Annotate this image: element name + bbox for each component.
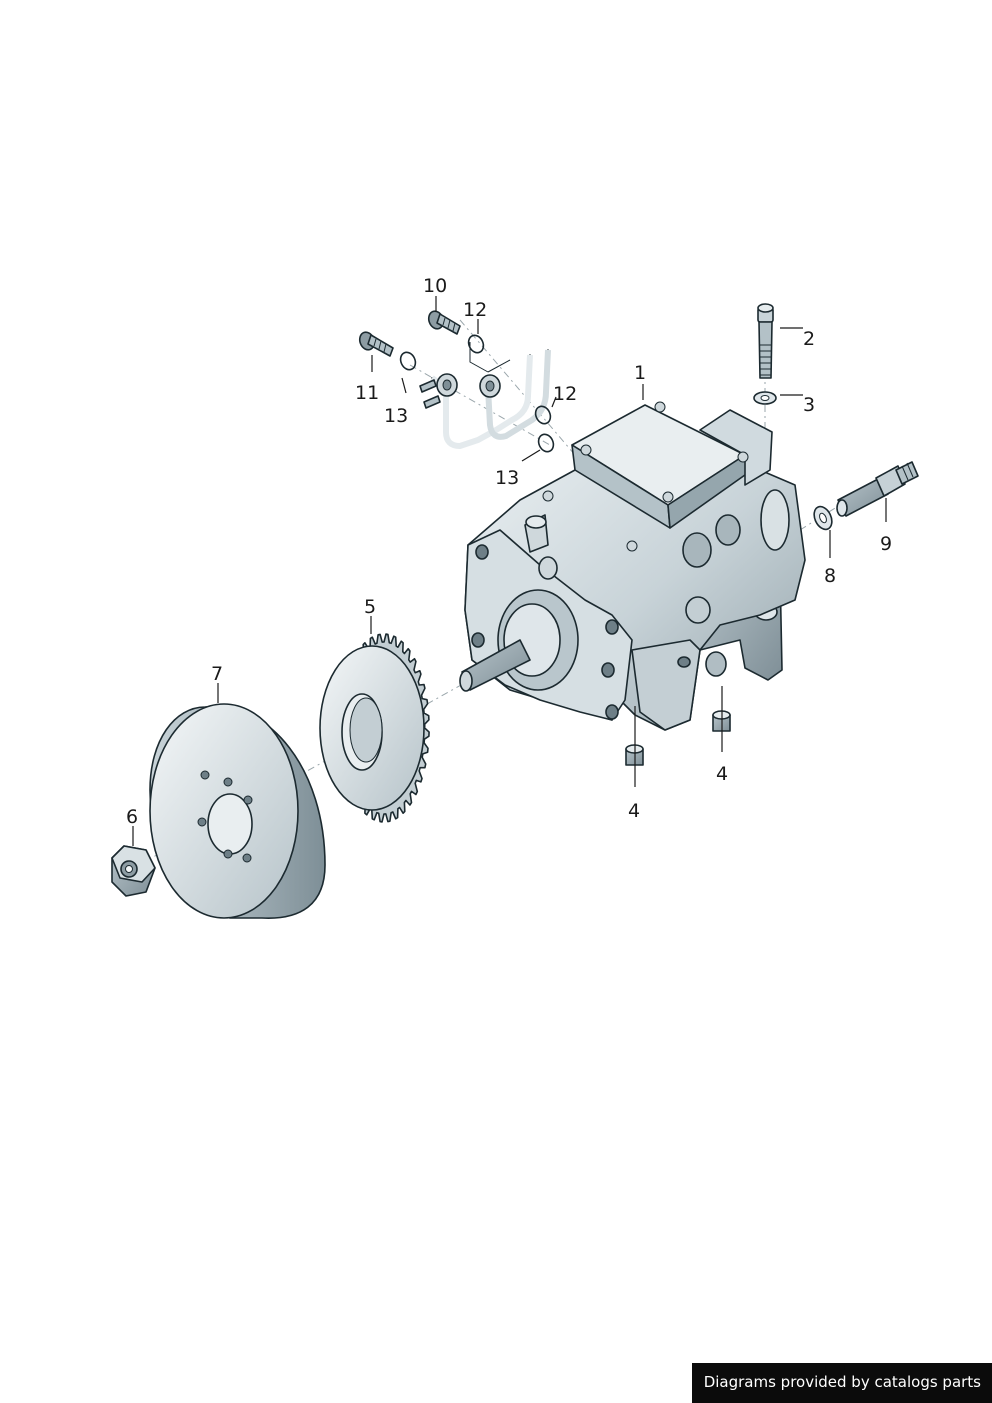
hub-pulley-7 [149, 703, 326, 919]
callout-11: 11 [355, 382, 379, 404]
callout-13-upper: 13 [384, 405, 408, 427]
callout-12-upper: 12 [463, 299, 487, 321]
callout-4-right: 4 [716, 763, 728, 785]
callout-8: 8 [824, 565, 836, 587]
hollow-bolt-9 [836, 461, 919, 517]
washer-3 [753, 391, 777, 405]
callout-4-left: 4 [628, 800, 640, 822]
callout-2: 2 [803, 328, 815, 350]
callout-5: 5 [364, 596, 376, 618]
injection-pump [459, 401, 806, 731]
seal-12-upper [467, 334, 485, 354]
callout-13-lower: 13 [495, 467, 519, 489]
seal-13-lower [537, 433, 555, 453]
callout-10: 10 [423, 275, 447, 297]
diagram-credit-badge: Diagrams provided by catalogs parts [691, 1363, 992, 1403]
callout-7: 7 [211, 663, 223, 685]
fuel-return-line [419, 342, 551, 450]
hex-nut-6 [111, 845, 156, 897]
leader-lines [132, 296, 887, 846]
seal-8 [813, 505, 833, 531]
callout-12-lower: 12 [553, 383, 577, 405]
callout-1: 1 [634, 362, 646, 384]
toothed-sprocket-5 [319, 633, 430, 823]
seal-12-lower [534, 405, 552, 425]
callouts: 1 2 3 4 4 5 6 7 8 9 10 11 12 12 13 13 [126, 275, 892, 828]
callout-3: 3 [803, 394, 815, 416]
seal-13-upper [399, 351, 417, 371]
bolt-2 [757, 303, 774, 379]
callout-9: 9 [880, 533, 892, 555]
callout-6: 6 [126, 806, 138, 828]
banjo-bolt-10 [427, 310, 461, 335]
banjo-bolt-11 [358, 331, 394, 357]
